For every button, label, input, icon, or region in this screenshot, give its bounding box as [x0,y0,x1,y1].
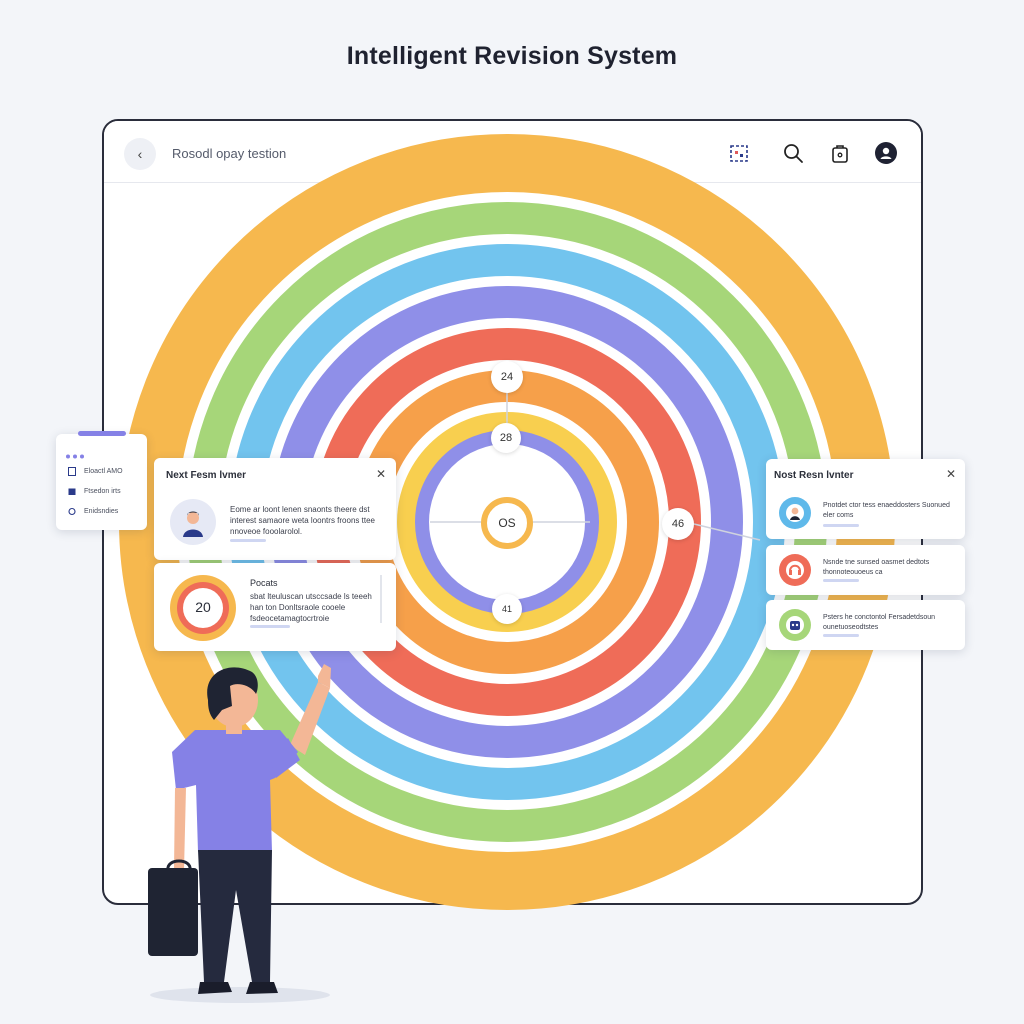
card-scrollbar[interactable] [380,575,382,623]
pants [198,850,272,982]
ring-node-bottom[interactable]: 41 [492,594,522,624]
doc-icon [68,467,76,476]
progress-bar [823,634,859,637]
score-value: 20 [195,599,211,615]
hair [207,667,258,720]
person-illustration [148,664,331,1003]
mini-item[interactable]: Enidsndies [68,507,118,516]
progress-bar [823,579,859,582]
score-description: sbat lteuluscan utsccsade ls teeeh han t… [250,592,372,623]
dots-icon [66,446,86,459]
raised-arm [290,682,330,755]
mini-item[interactable]: Eloactl AMO [68,467,123,476]
progress-bar [230,539,266,542]
bot-icon [779,609,811,641]
bag-icon[interactable] [827,140,853,166]
user-icon[interactable] [873,140,899,166]
close-icon[interactable]: ✕ [946,467,957,481]
ground-shadow [150,987,330,1003]
score-ring-icon [170,575,236,641]
refresh-icon [68,507,76,516]
ring-center-node[interactable]: OS [481,497,533,549]
calendar-grid-icon[interactable] [726,140,752,166]
score-card[interactable]: 20 Pocats sbat lteuluscan utsccsade ls t… [154,563,396,651]
ring-node-right[interactable]: 46 [662,508,694,540]
folder-icon [68,488,76,495]
score-title: Pocats [250,578,278,588]
progress-bar [823,524,859,527]
headset-icon [779,554,811,586]
back-arrow-icon: ‹ [137,146,143,162]
card-description: Eome ar loont lenen snaonts theere dst i… [230,505,375,536]
ring-node-top[interactable]: 24 [491,361,523,393]
person-avatar-icon [170,499,216,545]
mini-panel-tab [78,431,126,436]
list-item-text: Nsnde tne sunsed oasmet dedtots thonnote… [823,559,930,576]
sleeve [270,738,300,778]
right-panel-item[interactable]: Psters he conctontol Fersadetdsoun ounet… [766,600,965,650]
list-item-text: Psters he conctontol Fersadetdsoun ounet… [823,614,936,631]
right-panel-top-card[interactable]: Nost Resn lvnter ✕ Pnotdet ctor tess ena… [766,459,965,539]
right-shoe [246,982,278,994]
back-button[interactable]: ‹ [124,138,156,170]
progress-bar [250,625,290,628]
left-shoe [198,982,232,994]
card-title: Next Fesm lvmer [166,470,247,481]
reader-icon [779,497,811,529]
close-icon[interactable]: ✕ [376,467,387,481]
right-panel-item[interactable]: Nsnde tne sunsed oasmet dedtots thonnote… [766,545,965,595]
mini-item[interactable]: Ftsedon irts [68,487,121,496]
pointing-hand [318,664,331,688]
bag-icon [148,868,198,956]
session-label: Rosodl opay testion [172,146,287,161]
left-mini-panel: Eloactl AMO Ftsedon irts Enidsndies [56,431,147,530]
ring-node-inner-top[interactable]: 28 [491,423,521,453]
search-icon[interactable] [780,140,806,166]
connector-line [693,523,761,541]
list-item-text: Pnotdet ctor tess enaeddosters Suonued e… [823,502,950,519]
bag-handle [166,859,192,871]
lower-arm [174,788,186,870]
page-title: Intelligent Revision System [346,42,678,70]
shirt [172,730,298,852]
right-panel-title: Nost Resn lvnter [774,470,854,481]
next-session-card[interactable]: Next Fesm lvmer ✕ Eome ar loont lenen sn… [154,458,396,560]
